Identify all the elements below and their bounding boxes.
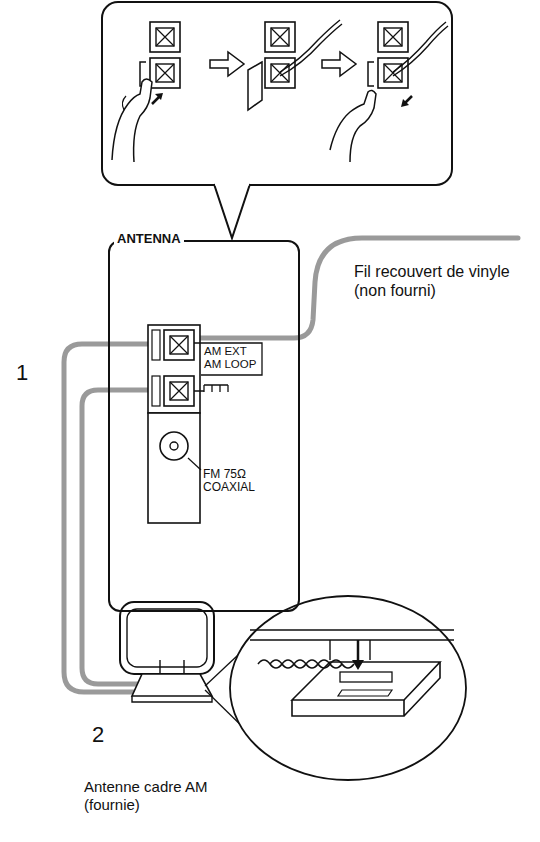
- callout-number: 2: [92, 722, 116, 748]
- wire-note: Fil recouvert de vinyle (non fourni): [354, 262, 514, 300]
- antenna-detail-inset: [230, 596, 466, 780]
- antenna-panel: ANTENNA: [108, 240, 300, 612]
- callout-number: 1: [16, 360, 40, 386]
- terminal-name: AM EXT: [204, 345, 260, 358]
- step-arrow: [210, 52, 244, 76]
- terminal-step-open: [112, 22, 180, 162]
- twisted-wire: [330, 660, 354, 668]
- terminal-name: FM 75Ω COAXIAL: [203, 468, 259, 494]
- callout-bubble: [102, 2, 452, 238]
- terminal-name: AM LOOP: [204, 358, 260, 371]
- part-name: Antenne cadre AM (fournie): [84, 778, 239, 814]
- terminal-step-close: [330, 22, 448, 162]
- twisted-wire: [258, 660, 354, 668]
- panel-heading: ANTENNA: [114, 232, 184, 247]
- step-arrow: [322, 52, 356, 76]
- terminal-block: [148, 325, 262, 523]
